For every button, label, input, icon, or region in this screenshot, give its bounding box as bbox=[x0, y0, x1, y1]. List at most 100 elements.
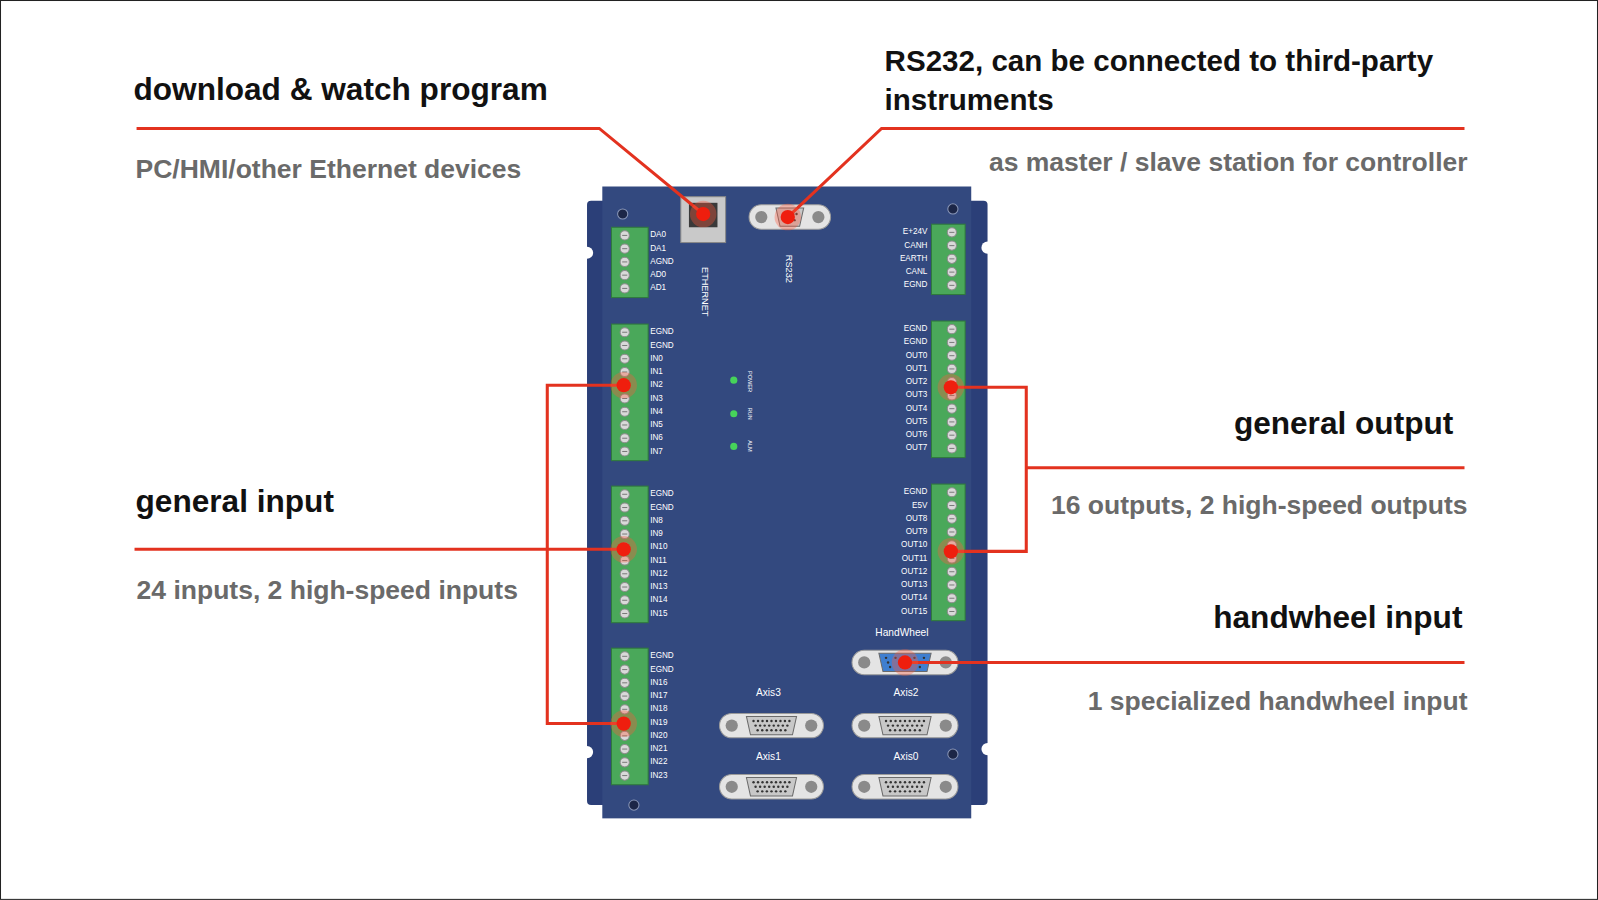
connector-pin bbox=[904, 790, 906, 792]
screw-slot bbox=[622, 749, 627, 750]
connector-pin bbox=[780, 729, 782, 731]
pin-label: IN23 bbox=[650, 770, 667, 779]
callout-text: 1 specialized handwheel input bbox=[1088, 687, 1468, 717]
connector-pin bbox=[897, 786, 899, 788]
screw bbox=[947, 488, 956, 497]
screw-slot bbox=[622, 534, 627, 535]
screw bbox=[947, 501, 956, 510]
connector-pin bbox=[756, 729, 758, 731]
connector-pin bbox=[784, 790, 786, 792]
connector-pin bbox=[904, 781, 906, 783]
screw bbox=[620, 569, 629, 578]
callout-dots bbox=[610, 201, 964, 737]
connector-pin bbox=[916, 786, 918, 788]
connector-pin bbox=[763, 786, 765, 788]
connector-shell bbox=[879, 778, 931, 796]
pin-label: IN13 bbox=[650, 582, 667, 591]
screw-slot bbox=[622, 494, 627, 495]
screw-slot bbox=[949, 531, 954, 532]
connector-pin bbox=[904, 729, 906, 731]
connector-pin bbox=[761, 729, 763, 731]
pin-label: EGND bbox=[650, 340, 674, 349]
screw-slot bbox=[622, 573, 627, 574]
connector-hole bbox=[812, 211, 824, 223]
sub-d-connectors bbox=[720, 205, 958, 799]
connector-flange bbox=[852, 713, 958, 737]
pin-label: OUT10 bbox=[901, 540, 927, 549]
connector-pin bbox=[899, 720, 901, 722]
pin-label: IN6 bbox=[650, 433, 663, 442]
pin-label: EGND bbox=[650, 502, 674, 511]
pin-label: Axis0 bbox=[894, 751, 919, 763]
controller-board bbox=[602, 187, 971, 819]
pin-label: IN4 bbox=[650, 407, 663, 416]
screw-slot bbox=[949, 584, 954, 585]
connector-pin bbox=[909, 720, 911, 722]
callout-text: as master / slave station for controller bbox=[989, 148, 1468, 178]
pin-label: HandWheel bbox=[875, 627, 928, 639]
mounting-holes bbox=[618, 204, 958, 810]
connector-pin bbox=[923, 657, 925, 659]
sub-d-connector bbox=[852, 713, 958, 737]
pin-label: IN8 bbox=[650, 516, 663, 525]
pin-label: Axis3 bbox=[756, 687, 781, 699]
connector-pin bbox=[782, 786, 784, 788]
screw-slot bbox=[622, 600, 627, 601]
pin-label: Axis1 bbox=[756, 751, 781, 763]
screw bbox=[620, 652, 629, 661]
connector-pin bbox=[899, 729, 901, 731]
callout-text: RS232, can be connected to third-party i… bbox=[885, 43, 1496, 120]
pin-label: IN14 bbox=[650, 595, 667, 604]
screw bbox=[620, 678, 629, 687]
pin-label: IN21 bbox=[650, 744, 667, 753]
pin-label: IN0 bbox=[650, 354, 663, 363]
connector-pin bbox=[919, 790, 921, 792]
connector-pin bbox=[892, 724, 894, 726]
connector-pin bbox=[775, 790, 777, 792]
pin-label: OUT11 bbox=[902, 553, 928, 562]
pin-label: IN2 bbox=[650, 380, 663, 389]
pin-label: IN7 bbox=[650, 446, 663, 455]
pin-label: ETHERNET bbox=[700, 267, 711, 316]
connector-pin bbox=[923, 720, 925, 722]
connector-pin bbox=[766, 790, 768, 792]
connector-pin bbox=[914, 790, 916, 792]
connector-pin bbox=[918, 781, 920, 783]
connector-pin bbox=[885, 720, 887, 722]
pin-label: IN10 bbox=[650, 542, 667, 551]
connector-pin bbox=[766, 781, 768, 783]
screw bbox=[947, 527, 956, 536]
terminal-screws bbox=[620, 228, 956, 780]
pin-label: AD0 bbox=[650, 270, 666, 279]
screw bbox=[947, 281, 956, 290]
screw-slot bbox=[949, 492, 954, 493]
callout-text: download & watch program bbox=[134, 71, 548, 107]
connector-flange bbox=[720, 713, 824, 737]
connector-pin bbox=[885, 781, 887, 783]
callout-text: general input bbox=[136, 483, 334, 519]
pin-label: OUT0 bbox=[906, 351, 928, 360]
connector-pin bbox=[775, 781, 777, 783]
pin-label: EARTH bbox=[900, 254, 927, 263]
screw bbox=[620, 244, 629, 253]
screw bbox=[620, 231, 629, 240]
connector-pin bbox=[752, 720, 754, 722]
screw-slot bbox=[622, 411, 627, 412]
ethernet-port bbox=[681, 197, 726, 243]
connector-pin bbox=[890, 781, 892, 783]
screw-slot bbox=[949, 245, 954, 246]
connector-pin bbox=[913, 720, 915, 722]
screw bbox=[947, 431, 956, 440]
screw bbox=[947, 325, 956, 334]
screw bbox=[620, 516, 629, 525]
screw bbox=[620, 691, 629, 700]
pin-label: IN20 bbox=[650, 731, 667, 740]
connector-pin bbox=[904, 720, 906, 722]
terminal-blocks bbox=[611, 224, 965, 785]
connector-hole bbox=[940, 781, 952, 793]
pin-label: DA1 bbox=[650, 244, 666, 253]
screw-slot bbox=[949, 448, 954, 449]
connector-pin bbox=[773, 786, 775, 788]
screw-slot bbox=[949, 421, 954, 422]
